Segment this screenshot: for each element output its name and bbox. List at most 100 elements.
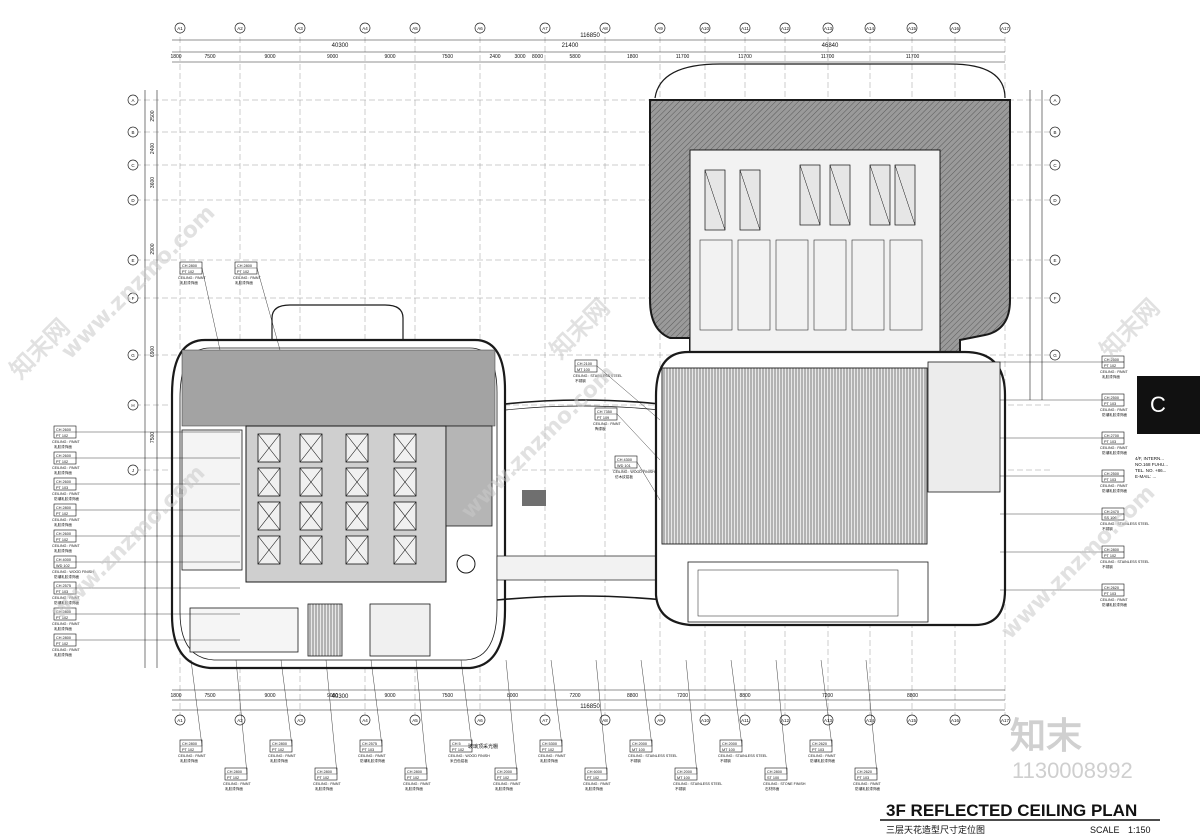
grid-bubble-top: A11 — [739, 22, 751, 34]
tag-ceiling-height: CH 2800 — [767, 770, 782, 774]
svg-text:A4: A4 — [362, 718, 368, 723]
tag-material-code: PT 102 — [272, 748, 284, 752]
grid-bubble-bottom: A9 — [654, 714, 666, 726]
lift-shaft — [299, 467, 323, 497]
grid-bubble-left: E — [127, 254, 139, 266]
plan-title-cn: 三层天花造型尺寸定位图 — [886, 824, 985, 835]
tag-finish: CEILING : PAINT — [52, 466, 80, 470]
tag-finish-cn: 防潮乳胶漆饰面 — [54, 496, 80, 501]
grid-bubble-top: A5 — [409, 22, 421, 34]
right-dimension-band — [1029, 90, 1043, 400]
svg-text:A16: A16 — [951, 26, 960, 31]
top-dimension-band — [172, 39, 1005, 63]
tag-material-code: PT 102 — [1104, 554, 1116, 558]
svg-text:D: D — [131, 198, 135, 203]
grid-bubble-bottom: A11 — [739, 714, 751, 726]
tag-material-code: PT 102 — [182, 270, 194, 274]
tag-material-code: PT 109 — [597, 416, 609, 420]
tag-finish: CEILING : PAINT — [853, 782, 881, 786]
svg-text:A14: A14 — [866, 26, 875, 31]
tag-finish: CEILING : STAINLESS STEEL — [573, 374, 622, 378]
tag-ceiling-height: CH 2575 — [56, 584, 71, 588]
tag-finish-cn: 乳胶漆饰面 — [540, 758, 558, 763]
svg-text:A17: A17 — [1001, 718, 1010, 723]
tag-finish-cn: 防潮乳胶漆饰面 — [855, 786, 881, 791]
scale-value: 1:150 — [1128, 825, 1151, 835]
tag-material-code: PT 103 — [56, 590, 68, 594]
grid-bubble-bottom: A5 — [409, 714, 421, 726]
right-tower-atrium-ceiling — [661, 367, 928, 545]
svg-text:A5: A5 — [412, 26, 418, 31]
tag-ceiling-height: CH 2800 — [182, 742, 197, 746]
tag-ceiling-height: CH 2620 — [857, 770, 872, 774]
tag-finish-cn: 乳胶漆饰面 — [585, 786, 603, 791]
lift-shaft — [257, 535, 281, 565]
bridge-dark-block — [522, 490, 546, 506]
right-tower-south-hall-inner — [697, 569, 899, 617]
tag-ceiling-height: CH 4300 — [617, 458, 632, 462]
lift-shaft — [257, 433, 281, 463]
tag-ceiling-height: CH 2000 — [677, 770, 692, 774]
tag-material-code: WD 101 — [617, 464, 631, 468]
tag-ceiling-height: CH 5 — [452, 742, 461, 746]
grid-bubble-right: G — [1049, 349, 1061, 361]
right-tower-east-rooms — [927, 361, 1001, 493]
svg-text:A16: A16 — [951, 718, 960, 723]
core-room — [894, 164, 916, 226]
tag-finish: CEILING : PAINT — [52, 440, 80, 444]
svg-text:A: A — [131, 98, 134, 103]
tag-finish: CEILING : PAINT — [52, 544, 80, 548]
grid-bubble-bottom: A15 — [906, 714, 918, 726]
grid-bubble-top: A13 — [822, 22, 834, 34]
tag-ceiling-height: CH 5300 — [542, 742, 557, 746]
tag-material-code: PT 102 — [237, 270, 249, 274]
brand-logo: 知末 1130008992 — [1010, 716, 1133, 783]
tag-ceiling-height: CH 6000 — [587, 770, 602, 774]
grid-bubble-left: G — [127, 349, 139, 361]
tag-finish-cn: 防潮乳胶漆饰面 — [810, 758, 836, 763]
left-core-lift-shafts — [257, 433, 417, 565]
tag-material-code: PT 102 — [1104, 364, 1116, 368]
tag-ceiling-height: CH 2500 — [1104, 472, 1119, 476]
svg-text:A8: A8 — [602, 718, 608, 723]
dimension-label: 5800 — [569, 54, 580, 60]
grid-bubble-left: H — [127, 399, 139, 411]
tag-finish-cn: 乳胶漆饰面 — [180, 758, 198, 763]
tag-material-code: WD 102 — [56, 564, 70, 568]
tag-finish-cn: 防潮乳胶漆饰面 — [54, 600, 80, 605]
tag-finish: CEILING : PAINT — [313, 782, 341, 786]
grid-bubble-bottom: A16 — [949, 714, 961, 726]
tag-ceiling-height: CH 2800 — [56, 610, 71, 614]
svg-text:A1: A1 — [177, 718, 183, 723]
tag-finish: CEILING : PAINT — [1100, 484, 1128, 488]
tag-finish-cn: 不锈钢 — [575, 378, 586, 383]
tag-finish-cn: 不锈钢 — [1102, 564, 1113, 569]
left-tower-stair — [307, 603, 343, 657]
tag-material-code: PT 102 — [56, 538, 68, 542]
core-room — [775, 239, 809, 331]
tag-material-code: PT 103 — [1104, 478, 1116, 482]
grid-bubble-bottom: A12 — [779, 714, 791, 726]
tag-finish-cn: 乳胶漆饰面 — [270, 758, 288, 763]
svg-text:A17: A17 — [1001, 26, 1010, 31]
svg-text:A7: A7 — [542, 718, 548, 723]
left-tower-round-feature — [456, 554, 476, 574]
dimension-label: 2900 — [150, 243, 156, 254]
grid-bubble-right: E — [1049, 254, 1061, 266]
grid-bubble-left: J — [127, 464, 139, 476]
dimension-label: 7500 — [150, 432, 156, 443]
lift-shaft — [299, 535, 323, 565]
tag-finish: CEILING : PAINT — [493, 782, 521, 786]
dimension-label: 11700 — [906, 54, 920, 60]
grid-bubble-bottom: A3 — [294, 714, 306, 726]
tag-finish: CEILING : PAINT — [593, 422, 621, 426]
